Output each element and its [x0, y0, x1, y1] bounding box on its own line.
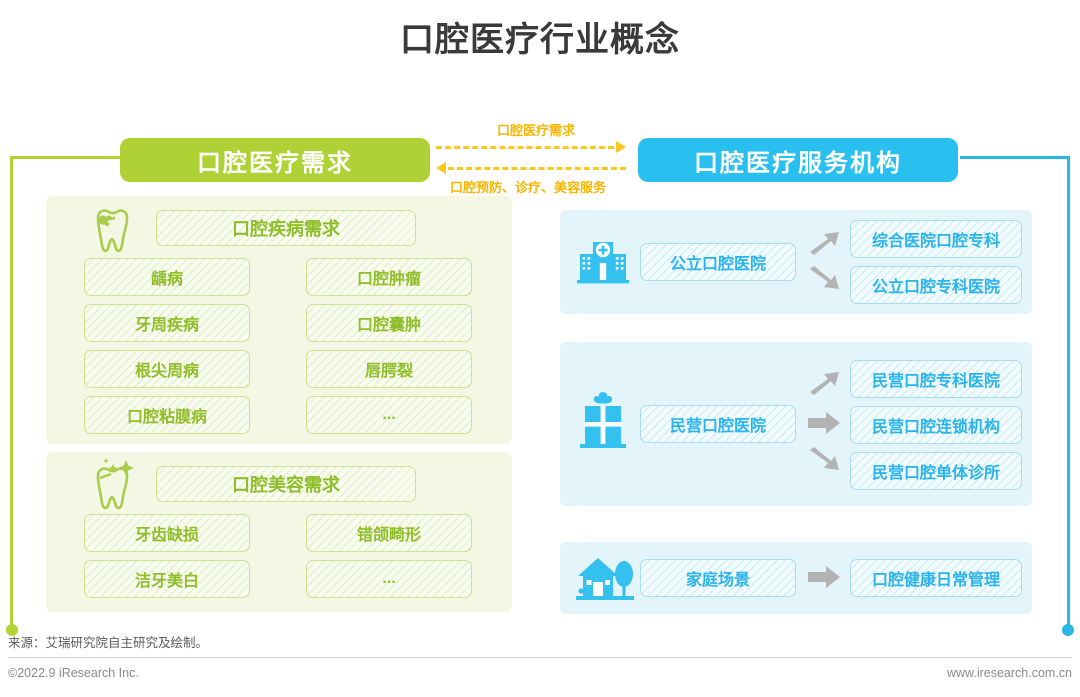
demand-item-tile: ... [306, 560, 472, 598]
demand-item-tile: ... [306, 396, 472, 434]
target-tile: 民营口腔专科医院 [850, 360, 1022, 398]
target-tile: 公立口腔专科医院 [850, 266, 1022, 304]
right-bracket-end-dot [1062, 624, 1074, 636]
source-tile: 家庭场景 [640, 559, 796, 597]
left-section-header: 口腔医疗需求 [120, 138, 430, 182]
sparkle-tooth-icon [84, 456, 144, 512]
group-heading-tile: 口腔美容需求 [156, 466, 416, 502]
left-bracket-top-line [10, 156, 120, 159]
source-tile: 公立口腔医院 [640, 243, 796, 281]
arrow-down-right-icon [808, 265, 842, 295]
arrow-down-right-icon [808, 446, 842, 476]
source-tile: 民营口腔医院 [640, 405, 796, 443]
right-bracket-top-line [960, 156, 1070, 159]
right-bracket [950, 156, 1074, 642]
dashed-line [448, 166, 626, 170]
right-section-header: 口腔医疗服务机构 [638, 138, 958, 182]
home-scenario-panel: 家庭场景 口腔健康日常管理 [560, 542, 1032, 614]
flow-label-top: 口腔医疗需求 [496, 123, 575, 138]
demand-item-tile: 口腔囊肿 [306, 304, 472, 342]
hospital-icon [574, 230, 632, 288]
arrow-right-icon [806, 564, 842, 590]
oral-beauty-demand-panel: 口腔美容需求 牙齿缺损 错颌畸形 洁牙美白 ... [46, 452, 512, 612]
flow-arrow-right [436, 141, 626, 153]
target-tile: 民营口腔连锁机构 [850, 406, 1022, 444]
website-link[interactable]: www.iresearch.com.cn [946, 666, 1072, 680]
demand-item-tile: 错颌畸形 [306, 514, 472, 552]
flow-label-bottom: 口腔预防、诊疗、美容服务 [449, 180, 606, 195]
dashed-line [436, 145, 614, 149]
oral-disease-demand-panel: 口腔疾病需求 龋病 口腔肿瘤 牙周疾病 口腔囊肿 根尖周病 唇腭裂 口腔粘膜病 … [46, 196, 512, 444]
arrowhead-left-icon [436, 162, 446, 174]
footer-divider [8, 657, 1072, 658]
demand-item-tile: 口腔粘膜病 [84, 396, 250, 434]
target-tile: 综合医院口腔专科 [850, 220, 1022, 258]
page-title: 口腔医疗行业概念 [400, 21, 680, 59]
flow-connector: 口腔医疗需求 口腔预防、诊疗、美容服务 [428, 120, 644, 200]
demand-item-tile: 根尖周病 [84, 350, 250, 388]
demand-item-tile: 龋病 [84, 258, 250, 296]
left-bracket-vertical-line [10, 156, 13, 630]
decayed-tooth-icon [84, 206, 140, 258]
left-bracket-end-dot [6, 624, 18, 636]
home-icon [574, 550, 636, 606]
public-hospital-panel: 公立口腔医院 综合医院口腔专科 公立口腔专科医院 [560, 210, 1032, 314]
source-note: 来源：艾瑞研究院自主研究及绘制。 [8, 636, 209, 650]
arrowhead-right-icon [616, 141, 626, 153]
demand-item-tile: 洁牙美白 [84, 560, 250, 598]
private-clinic-icon [574, 390, 632, 452]
target-tile: 民营口腔单体诊所 [850, 452, 1022, 490]
demand-item-tile: 唇腭裂 [306, 350, 472, 388]
arrow-up-right-icon [808, 228, 842, 258]
private-hospital-panel: 民营口腔医院 民营口腔专科医院 民营口腔连锁机构 民营口腔单体诊所 [560, 342, 1032, 506]
flow-arrow-left [436, 162, 626, 174]
left-bracket [6, 156, 130, 642]
right-bracket-vertical-line [1067, 156, 1070, 630]
arrow-up-right-icon [808, 368, 842, 398]
target-tile: 口腔健康日常管理 [850, 559, 1022, 597]
arrow-right-icon [806, 410, 842, 436]
demand-item-tile: 牙齿缺损 [84, 514, 250, 552]
demand-item-tile: 口腔肿瘤 [306, 258, 472, 296]
group-heading-tile: 口腔疾病需求 [156, 210, 416, 246]
copyright-text: ©2022.9 iResearch Inc. [8, 666, 139, 680]
demand-item-tile: 牙周疾病 [84, 304, 250, 342]
